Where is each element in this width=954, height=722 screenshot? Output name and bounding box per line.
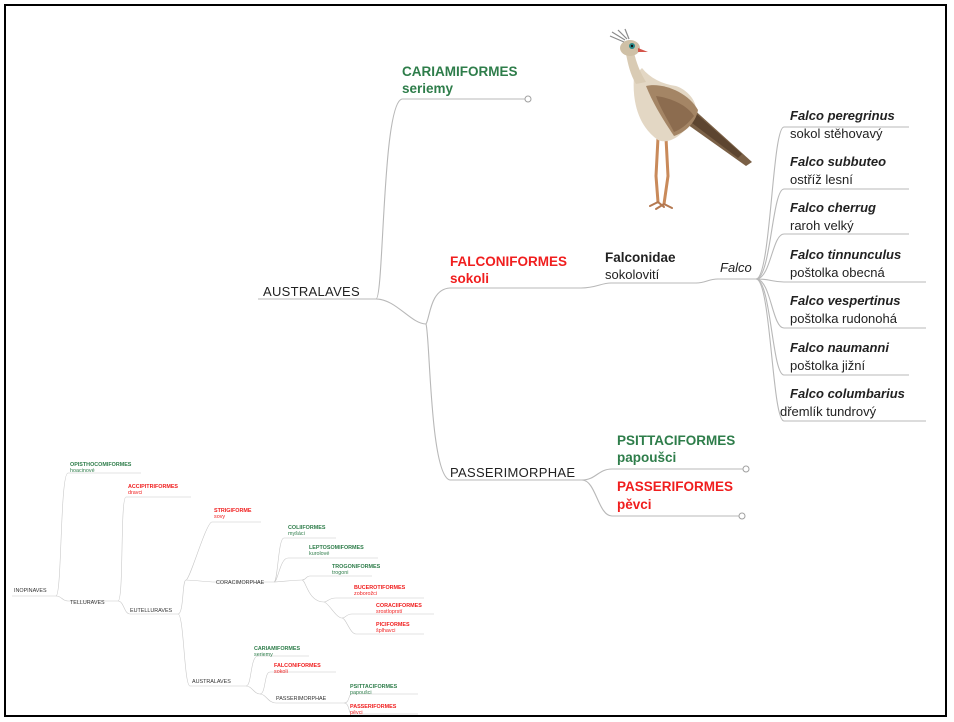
mini-cariamiformes-name: CARIAMIFORMES [254, 646, 301, 652]
node-falconiformes-common: sokoli [450, 271, 490, 286]
main-tree-lines [12, 95, 926, 715]
slide-frame: AUSTRALAVES CARIAMIFORMES seriemy FALCON… [4, 4, 947, 717]
mini-coliiformes-common: myšáci [288, 531, 305, 537]
node-falconiformes-name: FALCONIFORMES [450, 254, 567, 269]
species-latin: Falco tinnunculus [790, 247, 902, 262]
node-psittaciformes-common: papoušci [617, 450, 677, 465]
species-latin: Falco cherrug [790, 200, 876, 215]
mini-bucerotiformes-common: zoborožci [354, 591, 378, 597]
species-latin: Falco vespertinus [790, 293, 901, 308]
mini-opisthocomiformes-name: OPISTHOCOMIFORMES [70, 462, 132, 468]
node-falconidae-common: sokolovití [605, 267, 660, 282]
node-falconidae-name: Falconidae [605, 250, 676, 265]
mini-bucerotiformes-name: BUCEROTIFORMES [354, 585, 406, 591]
mini-coraciiformes-common: srostloprstí [376, 609, 403, 615]
mini-passerimorphae: PASSERIMORPHAE [276, 696, 327, 702]
mini-cariamiformes-common: seriemy [254, 652, 273, 658]
species-latin: Falco subbuteo [790, 154, 887, 169]
species-common: poštolka obecná [790, 265, 885, 280]
seriema-bird-illustration [609, 28, 752, 210]
node-passeriformes-common: pěvci [617, 497, 652, 512]
mini-passeriformes-name: PASSERIFORMES [350, 704, 397, 710]
mini-telluraves: TELLURAVES [70, 600, 105, 606]
mini-opisthocomiformes-common: hoacinové [70, 468, 95, 474]
mini-strigiformes-common: sovy [214, 514, 226, 520]
mini-passeriformes-common: pěvci [350, 710, 363, 716]
species-latin: Falco peregrinus [790, 108, 895, 123]
mini-trogoniformes-common: trogoni [332, 570, 349, 576]
mini-trogoniformes-name: TROGONIFORMES [332, 564, 381, 570]
mini-inopinaves: INOPINAVES [14, 588, 47, 594]
node-falco-genus: Falco [720, 260, 752, 275]
mini-falconiformes-name: FALCONIFORMES [274, 663, 321, 669]
mini-piciformes-common: šplhavci [376, 628, 396, 634]
mini-leptosomiformes-name: LEPTOSOMIFORMES [309, 545, 364, 551]
mini-psittaciformes-name: PSITTACIFORMES [350, 684, 398, 690]
mini-piciformes-name: PICIFORMES [376, 622, 410, 628]
mini-coliiformes-name: COLIIFORMES [288, 525, 326, 531]
species-latin: Falco naumanni [790, 340, 889, 355]
mini-strigiformes-name: STRIGIFORME [214, 508, 252, 514]
mini-accipitriformes-name: ACCIPITRIFORMES [128, 484, 179, 490]
species-latin: Falco columbarius [790, 386, 905, 401]
mini-accipitriformes-common: dravci [128, 490, 143, 496]
node-psittaciformes-name: PSITTACIFORMES [617, 433, 736, 448]
species-common: dřemlík tundrový [780, 404, 877, 419]
mini-eutelluraves: EUTELLURAVES [130, 608, 173, 614]
mini-australaves: AUSTRALAVES [192, 679, 231, 685]
node-australaves: AUSTRALAVES [263, 284, 360, 299]
node-cariamiformes-common: seriemy [402, 81, 454, 96]
mini-psittaciformes-common: papoušci [350, 690, 372, 696]
species-common: raroh velký [790, 218, 854, 233]
species-common: poštolka rudonohá [790, 311, 897, 326]
mini-falconiformes-common: sokoli [274, 669, 288, 675]
mini-coraciiformes-name: CORACIIFORMES [376, 603, 422, 609]
node-cariamiformes-name: CARIAMIFORMES [402, 64, 518, 79]
node-passeriformes-name: PASSERIFORMES [617, 479, 734, 494]
species-common: sokol stěhovavý [790, 126, 883, 141]
species-common: ostříž lesní [790, 172, 853, 187]
mini-coraciimorphae: CORACIMORPHAE [216, 580, 265, 586]
mini-leptosomiformes-common: kurolové [309, 551, 330, 557]
species-common: poštolka jižní [790, 358, 866, 373]
node-passerimorphae: PASSERIMORPHAE [450, 465, 576, 480]
